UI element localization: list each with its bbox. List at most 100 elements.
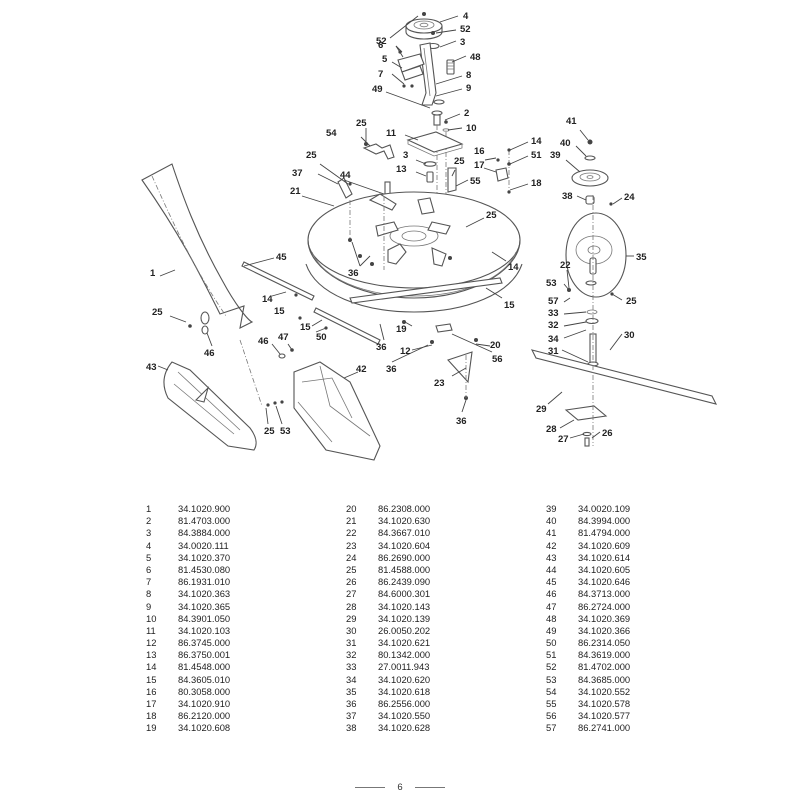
callout-34: 34 xyxy=(548,334,559,345)
callout-18: 18 xyxy=(531,178,542,189)
part-code: 34.1020.630 xyxy=(378,515,431,527)
callout-44: 44 xyxy=(340,170,351,181)
part-number: 50 xyxy=(546,637,557,649)
part-number: 6 xyxy=(146,563,152,575)
part-code: 34.1020.363 xyxy=(178,588,231,600)
part-code: 86.2439.090 xyxy=(378,576,431,588)
callout-1: 1 xyxy=(150,268,156,279)
callout-46: 46 xyxy=(258,336,269,347)
callout-25: 25 xyxy=(306,150,317,161)
part-code: 34.1020.628 xyxy=(378,722,431,734)
callout-7: 7 xyxy=(378,69,383,80)
part-number: 15 xyxy=(146,673,157,685)
idler-arm-assembly xyxy=(397,12,455,260)
part-number: 33 xyxy=(346,661,357,673)
part-code: 84.3994.000 xyxy=(578,515,631,527)
part-number: 3 xyxy=(146,527,152,539)
callout-56: 56 xyxy=(492,354,503,365)
part-code: 34.1020.143 xyxy=(378,600,431,612)
part-code: 34.1020.550 xyxy=(378,710,431,722)
discharge-chute xyxy=(141,163,254,335)
callout-20: 20 xyxy=(490,340,501,351)
callout-57: 57 xyxy=(548,296,559,307)
part-number: 56 xyxy=(546,710,557,722)
part-code: 34.1020.604 xyxy=(378,539,431,551)
part-number: 28 xyxy=(346,600,357,612)
part-number: 25 xyxy=(346,563,357,575)
callout-51: 51 xyxy=(531,150,542,161)
parts-list-row: 8 34.1020.363 xyxy=(130,588,298,600)
part-number: 8 xyxy=(146,588,152,600)
part-code: 86.3750.001 xyxy=(178,649,231,661)
part-code: 34.1020.900 xyxy=(178,503,231,514)
part-code: 80.3058.000 xyxy=(178,685,231,697)
guard-covers xyxy=(163,339,381,461)
part-number: 47 xyxy=(546,600,557,612)
part-code: 26.0050.202 xyxy=(378,624,431,636)
part-number: 38 xyxy=(346,722,357,734)
callout-54: 54 xyxy=(326,128,337,139)
footer-rule-right xyxy=(414,787,445,788)
part-code: 81.4794.000 xyxy=(578,527,631,539)
part-code: 34.1020.608 xyxy=(178,722,231,734)
part-code: 34.0020.109 xyxy=(578,503,631,514)
part-code: 86.2690.000 xyxy=(378,551,431,563)
part-number: 36 xyxy=(346,698,357,709)
part-number: 27 xyxy=(346,588,357,600)
part-number: 19 xyxy=(146,722,157,734)
callout-13: 13 xyxy=(396,164,407,175)
callout-17: 17 xyxy=(474,160,485,171)
callout-14: 14 xyxy=(508,262,519,273)
callout-32: 32 xyxy=(548,320,559,331)
part-code: 34.1020.646 xyxy=(578,576,631,588)
part-number: 22 xyxy=(346,527,357,539)
callout-6: 6 xyxy=(378,40,383,51)
part-code: 84.6000.301 xyxy=(378,588,431,600)
part-number: 52 xyxy=(546,661,557,673)
part-number: 7 xyxy=(146,576,152,588)
part-code: 86.2120.000 xyxy=(178,710,231,722)
part-number: 9 xyxy=(146,600,152,612)
parts-list-row: 38 34.1020.628 xyxy=(330,722,498,734)
part-number: 44 xyxy=(546,563,557,575)
part-code: 81.4588.000 xyxy=(378,563,431,575)
part-code: 84.3667.010 xyxy=(378,527,431,539)
part-number: 16 xyxy=(146,685,157,697)
callout-46: 46 xyxy=(204,348,215,359)
part-number: 26 xyxy=(346,576,357,588)
callout-29: 29 xyxy=(536,404,547,415)
deck-brackets xyxy=(337,142,511,199)
callout-52: 52 xyxy=(376,36,387,47)
part-code: 34.1020.365 xyxy=(178,600,231,612)
callout-23: 23 xyxy=(434,378,445,389)
part-number: 43 xyxy=(546,551,557,563)
part-code: 86.3745.000 xyxy=(178,637,231,649)
parts-list-row: 9 34.1020.365 xyxy=(130,601,298,613)
parts-list-row: 16 80.3058.000 xyxy=(130,686,298,698)
callout-41: 41 xyxy=(566,116,577,127)
callout-15: 15 xyxy=(504,300,515,311)
part-code: 84.3713.000 xyxy=(578,588,631,600)
callout-36: 36 xyxy=(456,416,467,427)
spindle-assembly xyxy=(530,139,718,447)
part-code: 34.1020.618 xyxy=(378,685,431,697)
